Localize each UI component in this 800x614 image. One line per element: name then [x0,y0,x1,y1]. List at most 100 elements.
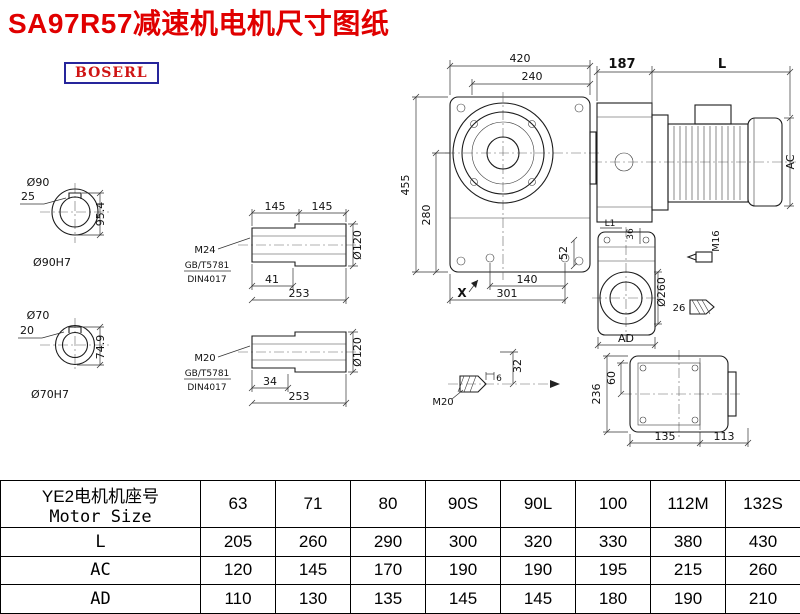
size-col-63: 63 [201,481,276,528]
size-col-100: 100 [576,481,651,528]
label-front-x: X [457,286,467,300]
dim-bush-a-thread: M24 [194,245,215,256]
dim-output-36: 36 [626,228,636,240]
dim-bush-a-std1: GB/T5781 [185,261,230,271]
brand-logo: BOSERL [64,62,159,84]
dim-shaft90-height: 95.4 [94,202,107,227]
size-col-90l: 90L [501,481,576,528]
cell-AC-71: 145 [276,556,351,585]
dim-front-left: 455 [399,175,412,196]
dim-front-bottom-b: 301 [497,287,518,300]
dim-output-m16: M16 [711,230,722,251]
dim-end-135: 135 [655,430,676,443]
dim-plug-m20: M20 [432,397,453,408]
dim-bush-a-std2: DIN4017 [187,275,226,285]
dim-bush-a-dia: Ø120 [351,230,364,260]
cell-AC-100: 195 [576,556,651,585]
dim-side-ac: AC [784,154,797,169]
row-label-AC: AC [1,556,201,585]
dim-front-left-inner: 280 [420,205,433,226]
table-row-AD: AD 110 130 135 145 145 180 190 210 [1,585,800,614]
dim-output-ad: AD [618,332,634,345]
dim-shaft70-dia: Ø70 [27,309,50,322]
size-col-90s: 90S [426,481,501,528]
cell-L-80: 290 [351,528,426,557]
dim-bush-b-depth: 34 [263,375,277,388]
header-label-en: Motor Size [1,507,200,527]
dim-bush-a-total: 253 [289,287,310,300]
dim-shaft70-bore: Ø70H7 [31,388,69,401]
table-row-L: L 205 260 290 300 320 330 380 430 [1,528,800,557]
motor-size-table: YE2电机机座号 Motor Size 63 71 80 90S 90L 100… [0,480,800,614]
dim-output-dia: Ø260 [655,277,668,307]
cell-AD-63: 110 [201,585,276,614]
dim-plug-32: 32 [511,359,524,373]
motor-end-view: 236 60 135 113 [590,350,751,447]
row-label-L: L [1,528,201,557]
output-flange-view: L1 36 M16 26 Ø260 AD [592,219,722,349]
size-col-71: 71 [276,481,351,528]
dim-front-bottom-a: 140 [517,273,538,286]
hollow-shaft-detail-m24: 145 145 Ø120 M24 GB/T5781 DIN4017 41 253 [184,200,364,304]
cell-L-71: 260 [276,528,351,557]
dim-output-l1: L1 [605,219,616,229]
dim-bush-b-total: 253 [289,390,310,403]
table-row-AC: AC 120 145 170 190 190 195 215 260 [1,556,800,585]
hollow-shaft-detail-m20: Ø120 M20 GB/T5781 DIN4017 34 253 [184,329,364,407]
header-motor-size-cell: YE2电机机座号 Motor Size [1,481,201,528]
brand-logo-text: BOSERL [75,65,148,81]
dim-bush-a-seg1: 145 [265,200,286,213]
dim-bush-b-dia: Ø120 [351,337,364,367]
cell-AD-90l: 145 [501,585,576,614]
cell-L-112m: 380 [651,528,726,557]
cell-AD-100: 180 [576,585,651,614]
cell-AD-80: 135 [351,585,426,614]
size-col-132s: 132S [726,481,800,528]
dim-plug-6: 6 [496,374,502,384]
cell-AD-112m: 190 [651,585,726,614]
size-col-80: 80 [351,481,426,528]
dim-shaft70-height: 74.9 [94,335,107,360]
table-header-row: YE2电机机座号 Motor Size 63 71 80 90S 90L 100… [1,481,800,528]
cell-L-63: 205 [201,528,276,557]
dim-front-top-inner: 240 [522,70,543,83]
cell-AC-132s: 260 [726,556,800,585]
dim-output-26: 26 [673,303,686,314]
row-label-AD: AD [1,585,201,614]
dim-front-right: 52 [557,246,570,260]
dim-end-113: 113 [714,430,735,443]
dim-bush-b-std2: DIN4017 [187,383,226,393]
dim-bush-b-std1: GB/T5781 [185,369,230,379]
cell-AC-90l: 190 [501,556,576,585]
dim-shaft70-key: 20 [20,324,34,337]
gearbox-motor-side-view: 187 L AC [592,57,797,222]
dim-bush-a-seg2: 145 [312,200,333,213]
dim-shaft90-key: 25 [21,190,35,203]
shaft-section-90: Ø90 25 95.4 Ø90H7 [20,176,112,269]
cell-AD-71: 130 [276,585,351,614]
cell-AD-90s: 145 [426,585,501,614]
cell-L-132s: 430 [726,528,800,557]
dim-shaft90-dia: Ø90 [27,176,50,189]
dim-bush-b-thread: M20 [194,353,215,364]
dim-side-length: L [718,57,726,72]
cell-AD-132s: 210 [726,585,800,614]
cell-AC-63: 120 [201,556,276,585]
header-label-cn: YE2电机机座号 [1,482,200,507]
cell-L-90s: 300 [426,528,501,557]
cell-AC-112m: 215 [651,556,726,585]
dim-shaft90-bore: Ø90H7 [33,256,71,269]
shaft-section-70: Ø70 20 74.9 Ø70H7 [18,309,110,401]
dim-side-gear: 187 [608,57,635,72]
cell-L-90l: 320 [501,528,576,557]
plug-detail-m20: 6 32 M20 [432,349,560,408]
dim-end-236: 236 [590,384,603,405]
dim-bush-a-depth: 41 [265,273,279,286]
dim-end-60: 60 [605,371,618,385]
cell-L-100: 330 [576,528,651,557]
dim-front-top: 420 [510,52,531,65]
gearbox-front-view: 420 240 455 280 52 140 301 X [399,52,600,304]
size-col-112m: 112M [651,481,726,528]
cell-AC-80: 170 [351,556,426,585]
